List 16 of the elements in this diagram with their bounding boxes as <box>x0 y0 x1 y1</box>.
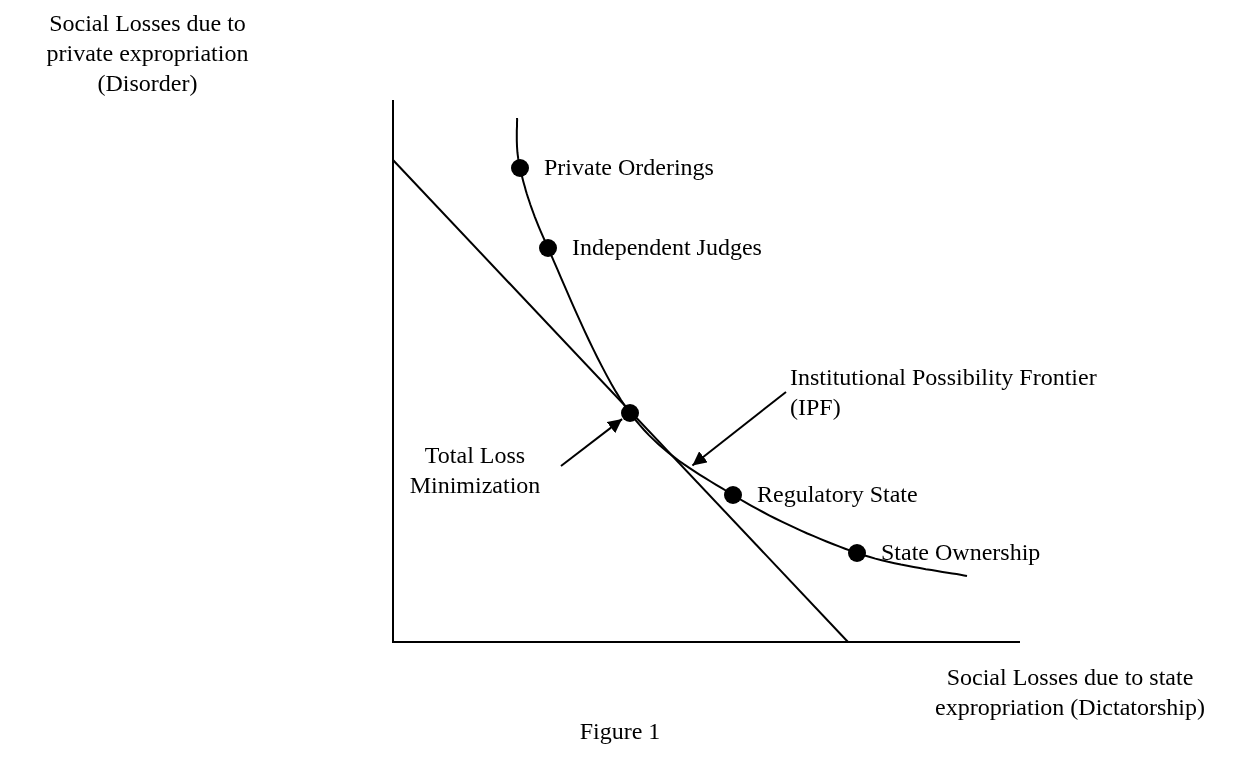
point-label: State Ownership <box>881 538 1041 567</box>
data-point <box>621 404 639 422</box>
arrow <box>691 391 787 467</box>
arrow <box>560 418 624 467</box>
figure-caption: Figure 1 <box>578 717 662 746</box>
annotation-text: Total Loss Minimization <box>385 440 565 500</box>
data-point <box>724 486 742 504</box>
data-point <box>848 544 866 562</box>
annotation-text: Institutional Possibility Frontier (IPF) <box>790 362 1135 422</box>
point-label: Private Orderings <box>544 153 714 182</box>
axis-label: Social Losses due to state expropriation (Dictatorship) <box>934 663 1206 722</box>
data-point <box>511 159 529 177</box>
data-point <box>539 239 557 257</box>
point-label: Independent Judges <box>572 233 762 262</box>
point-label: Regulatory State <box>757 480 918 509</box>
axis-label: Social Losses due to private expropriation (Disorder) <box>45 9 250 98</box>
